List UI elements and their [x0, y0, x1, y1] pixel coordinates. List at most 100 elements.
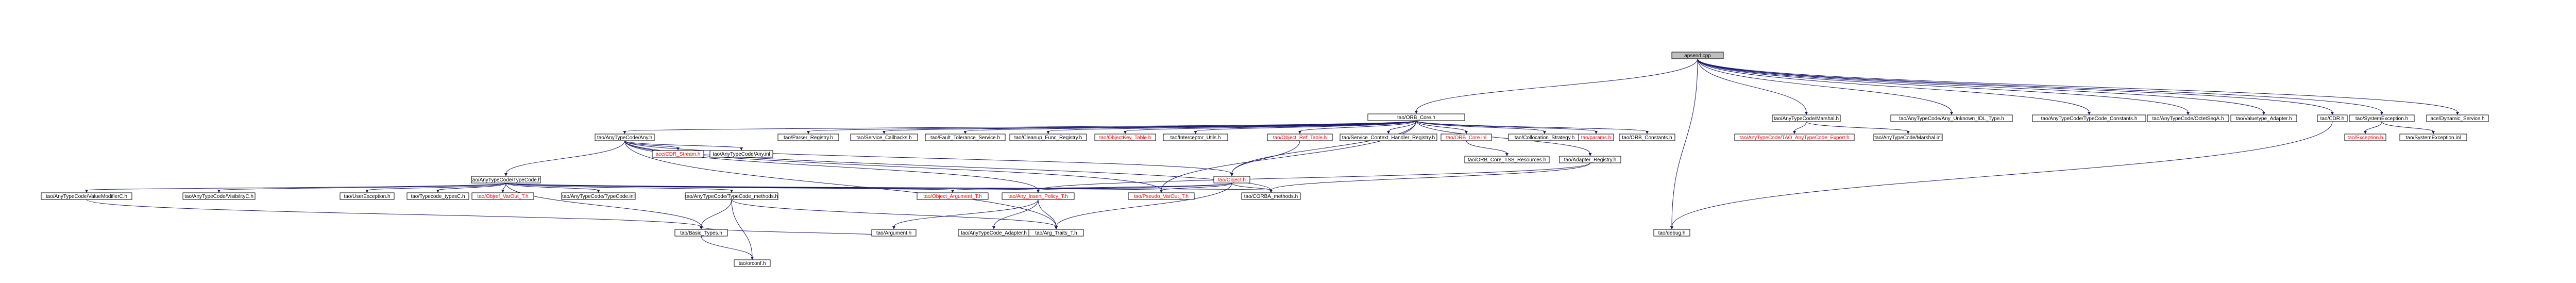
node-label: tao/Parser_Registry.h [784, 135, 833, 141]
edge-arrowhead [1037, 190, 1040, 193]
node-box [925, 134, 1006, 141]
file-node[interactable]: tao/Object_Argument_T.h [917, 192, 989, 200]
node-label: tao/Service_Callbacks.h [856, 135, 911, 141]
file-node[interactable]: tao/Typecode_typesC.h [406, 192, 469, 200]
file-node[interactable]: tao/AnyTypeCode/TAO_AnyTypeCode_Export.h [1734, 134, 1855, 141]
node-box [1241, 192, 1301, 200]
file-node[interactable]: tao/Adapter_Registry.h [1559, 156, 1621, 163]
node-box [1163, 134, 1228, 141]
node-box [709, 150, 773, 158]
file-node[interactable]: tao/Parser_Registry.h [777, 134, 839, 141]
dependency-edge [624, 140, 1039, 191]
file-node[interactable]: tao/Pseudo_VarOut_T.h [1128, 192, 1195, 200]
edge-arrowhead [504, 173, 507, 176]
dependency-edge [1270, 162, 1590, 191]
file-node[interactable]: tao/CORBA_methods.h [1241, 192, 1301, 200]
file-node[interactable]: tao/Exception.h [2344, 134, 2386, 141]
dependency-edge [1038, 182, 1232, 191]
dependency-edge [893, 199, 1039, 227]
file-node[interactable]: tao/Object.h [1213, 176, 1250, 184]
file-node[interactable]: tao/SystemException.h [2349, 114, 2415, 122]
file-node[interactable]: tao/Interceptor_Utils.h [1163, 134, 1228, 141]
node-box [182, 192, 256, 200]
edge-arrowhead [807, 131, 810, 134]
file-node[interactable]: tao/AnyTypeCode/Marshal.h [1772, 114, 1841, 122]
node-label: tao/SystemException.h [2355, 116, 2408, 122]
file-node[interactable]: tao/Service_Callbacks.h [850, 134, 918, 141]
file-node[interactable]: tao/Cleanup_Func_Registry.h [1009, 134, 1087, 141]
file-node[interactable]: tao/AnyTypeCode_Adapter.h [958, 229, 1030, 237]
file-node[interactable]: tao/AnyTypeCode/TypeCode_methods.h [685, 192, 778, 200]
file-node[interactable]: tao/orconf.h [734, 259, 771, 267]
node-box [1559, 156, 1621, 163]
file-node[interactable]: tao/Collocation_Strategy.h [1508, 134, 1581, 141]
file-node[interactable]: tao/AnyTypeCode/TypeCode_Constants.h [2032, 114, 2146, 122]
node-box [2230, 114, 2297, 122]
dependency-edge [731, 199, 1057, 227]
dependency-edge [1416, 120, 1597, 132]
dependency-edge [701, 226, 894, 237]
dependency-edge [1125, 120, 1417, 132]
dependency-edge [1416, 120, 1467, 132]
file-node[interactable]: tao/SystemException.inl [2399, 134, 2467, 141]
edge-arrowhead [883, 131, 886, 134]
file-node[interactable]: tao/UserException.h [340, 192, 395, 200]
file-node[interactable]: tao/AnyTypeCode/TypeCode.h [471, 176, 541, 184]
node-label: tao/Collocation_Strategy.h [1515, 135, 1575, 141]
node-box [1578, 134, 1614, 141]
edge-arrowhead [2088, 112, 2091, 115]
file-node[interactable]: tao/ORB_Constants.h [1619, 134, 1675, 141]
edge-arrowhead [1465, 131, 1468, 134]
file-node[interactable]: tao/Basic_Types.h [674, 229, 728, 237]
node-box [1009, 134, 1087, 141]
file-node[interactable]: tao/Objref_VarOut_T.h [471, 192, 534, 200]
file-node[interactable]: tao/debug.h [1653, 229, 1690, 237]
dependency-edge [86, 182, 506, 191]
node-box [595, 134, 655, 141]
file-node[interactable]: tao/AnyTypeCode/Any.inl [709, 150, 773, 158]
dependency-edge [1416, 120, 1590, 154]
file-node[interactable]: tao/AnyTypeCode/Marshal.inl [1873, 134, 1943, 141]
file-node[interactable]: tao/AnyTypeCode/Any.h [595, 134, 655, 141]
file-node[interactable]: tao/ORB_Core.h [1367, 113, 1465, 121]
edge-arrowhead [597, 190, 600, 193]
file-node[interactable]: tao/AnyTypeCode/OctetSeqA.h [2147, 114, 2229, 122]
file-node[interactable]: ace/Dynamic_Service.h [2426, 114, 2489, 122]
dependency-edge [437, 182, 506, 191]
file-node[interactable]: tao/ObjectKey_Table.h [1094, 134, 1156, 141]
file-node[interactable]: tao/Arg_Traits_T.h [1028, 229, 1084, 237]
dependency-edge [731, 199, 753, 258]
edge-arrowhead [1543, 131, 1546, 134]
file-node[interactable]: tao/AnyTypeCode/ValueModifierC.h [41, 192, 132, 200]
file-node[interactable]: tao/Any_Insert_Policy_T.h [1002, 192, 1075, 200]
node-label: tao/Object_Argument_T.h [923, 194, 981, 199]
node-label: ace/CDR_Stream.h [656, 152, 701, 157]
file-node[interactable]: tao/ORB_Core.inl [1440, 134, 1492, 141]
dependency-edge [624, 120, 1417, 132]
node-label: tao/AnyTypeCode/Marshal.h [1774, 116, 1839, 122]
file-node[interactable]: ace/CDR_Stream.h [652, 150, 704, 158]
file-node[interactable]: tao/Object_Ref_Table.h [1267, 134, 1333, 141]
file-node[interactable]: tao/Service_Context_Handler_Registry.h [1340, 134, 1437, 141]
file-node[interactable]: tao/ORB_Core_TSS_Resources.h [1464, 156, 1550, 163]
edge-arrowhead [992, 226, 995, 229]
node-label: tao/Any_Insert_Policy_T.h [1008, 194, 1068, 199]
file-node[interactable]: tao/Valuetype_Adapter.h [2230, 114, 2297, 122]
edge-arrowhead [1269, 190, 1273, 193]
node-box [1653, 229, 1690, 237]
file-node[interactable]: tao/params.h [1578, 134, 1614, 141]
node-label: tao/Interceptor_Utils.h [1171, 135, 1221, 141]
node-label: tao/AnyTypeCode/OctetSeqA.h [2153, 116, 2224, 122]
node-label: tao/params.h [1581, 135, 1611, 141]
node-box [1890, 114, 2013, 122]
dependency-edge [86, 199, 702, 227]
file-node[interactable]: tao/Fault_Tolerance_Service.h [925, 134, 1006, 141]
file-node[interactable]: tao/AnyTypeCode/TypeCode.inl [561, 192, 636, 200]
dependency-edge [1671, 121, 2333, 227]
file-node[interactable]: tao/CDR.h [2317, 114, 2348, 122]
edge-arrowhead [963, 131, 967, 134]
file-node[interactable]: tao/Argument.h [871, 229, 917, 237]
node-label: tao/AnyTypeCode/Any.h [597, 135, 652, 141]
file-node[interactable]: tao/AnyTypeCode/Any_Unknown_IDL_Type.h [1890, 114, 2013, 122]
file-node[interactable]: tao/AnyTypeCode/VisibilityC.h [182, 192, 256, 200]
